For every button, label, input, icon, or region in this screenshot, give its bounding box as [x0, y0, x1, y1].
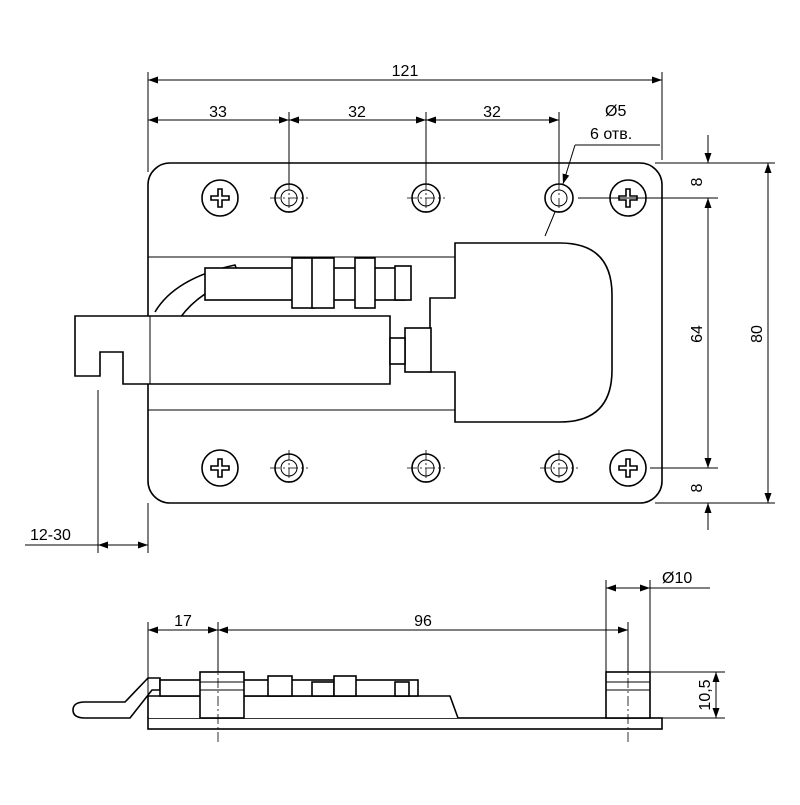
- dim-overall-width: 121: [392, 63, 419, 80]
- dim-vertical-pitch: 64: [689, 325, 706, 343]
- dim-hole-diameter: Ø5: [605, 103, 626, 120]
- side-upper-body: [147, 695, 459, 719]
- dim-stroke-range: 12-30: [30, 527, 71, 544]
- side-base-plate: [147, 717, 663, 730]
- top-view-dimensions: 121 33 32 32 Ø5 6 отв. 8 64 80 8 12-30: [25, 63, 775, 553]
- dim-margin-bottom: 8: [689, 483, 706, 492]
- dim-side-offset: 17: [174, 613, 192, 630]
- side-guide-4: [394, 681, 410, 697]
- side-latch-hook: [72, 677, 161, 719]
- handle-housing: [429, 242, 613, 423]
- screw-bottom-right: [609, 449, 647, 487]
- latch-tail: [154, 264, 242, 319]
- screw-top-left: [201, 179, 239, 217]
- bolt-guide-2: [311, 257, 335, 309]
- dim-pin-height: 10,5: [697, 679, 714, 710]
- screw-bottom-left: [201, 449, 239, 487]
- top-view: [74, 162, 663, 504]
- dim-margin-top: 8: [689, 177, 706, 186]
- bolt-end-pin: [389, 337, 406, 365]
- side-view-dimensions: 17 96 Ø10 10,5: [147, 570, 725, 719]
- bottom-row-holes: [201, 449, 647, 487]
- side-guide-1: [267, 675, 293, 697]
- phillips-cross-icon: [210, 188, 230, 208]
- side-guide-3: [333, 675, 357, 697]
- phillips-cross-icon: [618, 188, 638, 208]
- bolt-guide-3: [354, 257, 376, 309]
- phillips-cross-icon: [210, 458, 230, 478]
- dim-spacing-33: 33: [209, 104, 227, 121]
- side-view: [72, 660, 663, 745]
- center-lines: [270, 180, 578, 486]
- slide-channel: [148, 256, 455, 411]
- bolt-end-cap: [404, 327, 432, 373]
- dim-pin-diameter: Ø10: [662, 570, 692, 587]
- phillips-cross-icon: [618, 458, 638, 478]
- dim-spacing-32a: 32: [348, 104, 366, 121]
- bolt-guide-4: [394, 265, 412, 301]
- dim-spacing-32b: 32: [483, 104, 501, 121]
- dim-hole-count: 6 отв.: [590, 126, 632, 143]
- side-pin-left: [199, 671, 245, 719]
- latch-bolt: [74, 315, 391, 385]
- side-guide-2: [311, 681, 335, 697]
- dim-side-pitch: 96: [414, 613, 432, 630]
- bolt-guide-1: [291, 257, 315, 309]
- dim-overall-height: 80: [749, 325, 766, 343]
